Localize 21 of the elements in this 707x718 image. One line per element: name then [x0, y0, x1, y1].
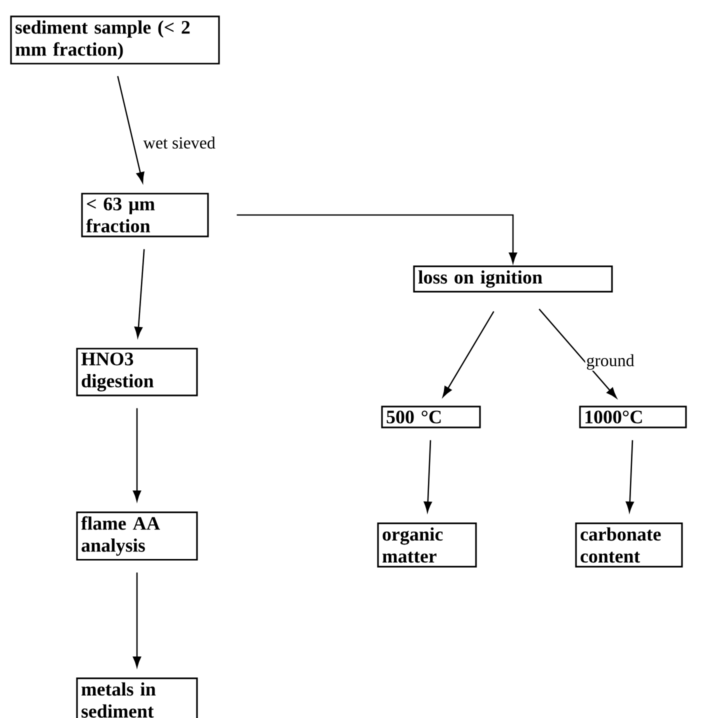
arrow [626, 440, 634, 512]
arrow [236, 214, 518, 264]
arrow [442, 311, 494, 398]
arrow [132, 408, 142, 502]
process-box: organic matter [377, 522, 477, 568]
process-box: HNO3 digestion [76, 348, 198, 396]
arrow [117, 76, 144, 183]
process-box: < 63 μm fraction [81, 192, 209, 238]
edge-label: wet sieved [142, 136, 216, 150]
process-box: loss on ignition [413, 266, 613, 292]
arrow [134, 249, 145, 338]
arrow [132, 572, 142, 668]
process-box: carbonate content [575, 522, 683, 568]
process-box: flame AA analysis [76, 511, 198, 561]
process-box: 1000°C [579, 406, 687, 428]
arrow [424, 440, 432, 512]
process-box: metals in sediment [76, 678, 198, 718]
process-box: 500 °C [381, 406, 481, 428]
edge-label: ground [585, 353, 636, 371]
process-box: sediment sample (< 2 mm fraction) [10, 16, 220, 64]
arrow [538, 308, 617, 398]
